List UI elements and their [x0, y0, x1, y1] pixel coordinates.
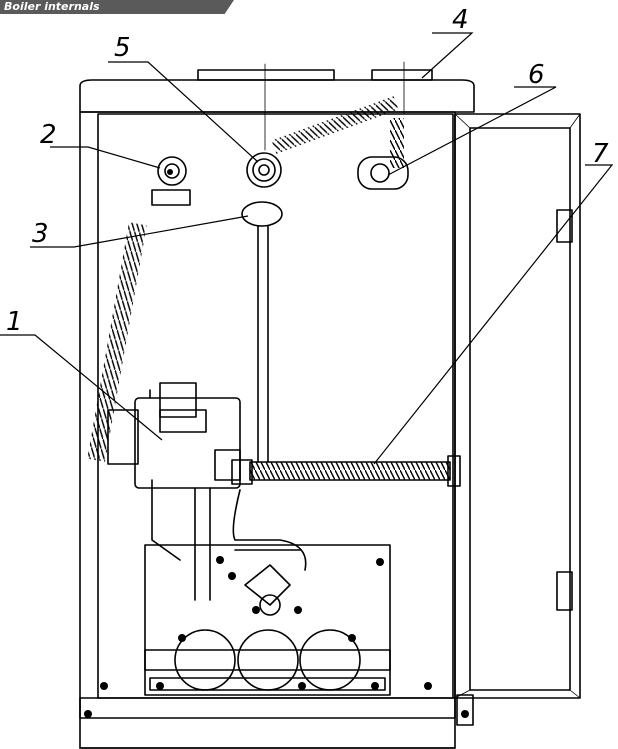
fitting-5 — [246, 152, 282, 188]
leader-5 — [108, 61, 259, 163]
header-tab: Boiler internals — [0, 0, 234, 14]
callout-5: 5 — [114, 33, 131, 63]
callout-6: 6 — [528, 60, 545, 90]
leader-1 — [0, 334, 163, 441]
door-hinge-top — [556, 209, 573, 243]
leader-4 — [421, 32, 474, 79]
fitting-6 — [357, 156, 409, 190]
top-flue-collar — [197, 69, 335, 81]
callout-1: 1 — [6, 307, 23, 337]
burner-2 — [237, 629, 299, 691]
callout-2: 2 — [40, 120, 57, 150]
leader-7 — [373, 164, 614, 465]
door-outer — [454, 113, 581, 699]
burner-frame — [144, 544, 391, 696]
door-hinge-bottom — [556, 571, 573, 611]
cabinet-base — [79, 697, 456, 719]
leader-6 — [387, 86, 557, 176]
valve-dial — [159, 382, 197, 418]
fitting-2 — [157, 156, 187, 186]
pipe-down — [194, 487, 211, 601]
door-inner — [469, 127, 571, 691]
gas-valve — [134, 397, 241, 489]
capillary-coils — [87, 96, 404, 462]
leader-3 — [30, 215, 249, 248]
callout-4: 4 — [452, 5, 469, 35]
top-connector — [371, 69, 433, 81]
fitting-3 — [241, 201, 283, 227]
top-cover — [79, 79, 475, 113]
flex-hose-7 — [249, 461, 451, 481]
leader-2 — [50, 146, 161, 169]
header-tab-label: Boiler internals — [4, 0, 100, 13]
callout-3: 3 — [32, 219, 49, 249]
callout-7: 7 — [592, 139, 609, 169]
